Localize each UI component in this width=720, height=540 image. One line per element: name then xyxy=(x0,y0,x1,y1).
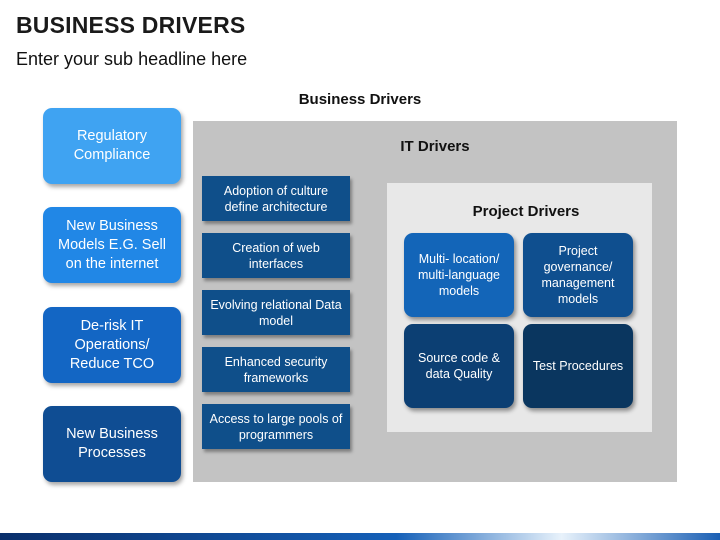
business-driver-box: New Business Processes xyxy=(43,406,181,482)
page-title: BUSINESS DRIVERS xyxy=(16,12,246,38)
project-driver-box: Test Procedures xyxy=(523,324,633,408)
business-driver-box: De-risk IT Operations/ Reduce TCO xyxy=(43,307,181,383)
it-drivers-title: IT Drivers xyxy=(400,138,470,155)
project-driver-box: Source code & data Quality xyxy=(404,324,514,408)
project-drivers-title: Project Drivers xyxy=(472,203,580,220)
it-driver-box: Evolving relational Data model xyxy=(202,290,350,335)
project-driver-box: Project governance/ management models xyxy=(523,233,633,317)
it-driver-box: Access to large pools of programmers xyxy=(202,404,350,449)
page-subtitle: Enter your sub headline here xyxy=(16,49,248,69)
project-driver-box: Multi- location/ multi-language models xyxy=(404,233,514,317)
business-driver-box: New Business Models E.G. Sell on the int… xyxy=(43,207,181,283)
footer-bar xyxy=(0,533,720,540)
business-drivers-header: Business Drivers xyxy=(298,91,422,108)
business-driver-box: Regulatory Compliance xyxy=(43,108,181,184)
it-driver-box: Creation of web interfaces xyxy=(202,233,350,278)
it-driver-box: Enhanced security frameworks xyxy=(202,347,350,392)
it-driver-box: Adoption of culture define architecture xyxy=(202,176,350,221)
